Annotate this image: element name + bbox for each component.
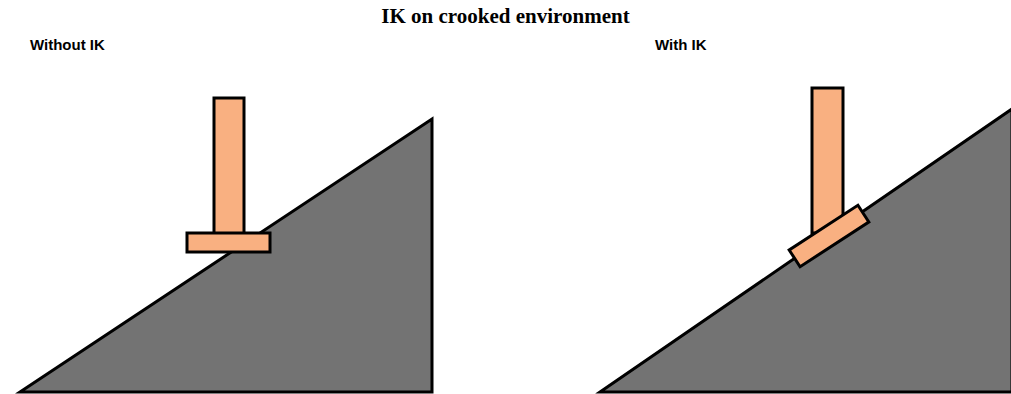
leg xyxy=(214,98,244,235)
panel-label: Without IK xyxy=(30,36,105,53)
foot xyxy=(187,233,270,252)
title-holder: IK on crooked environment xyxy=(0,4,1011,29)
diagram-title: IK on crooked environment xyxy=(0,4,1011,29)
label-holder: With IK xyxy=(655,36,707,53)
slope-ground xyxy=(600,109,1011,392)
panel-label: With IK xyxy=(655,36,707,53)
foot xyxy=(789,205,869,266)
label-holder: Without IK xyxy=(30,36,105,53)
leg xyxy=(812,88,843,233)
